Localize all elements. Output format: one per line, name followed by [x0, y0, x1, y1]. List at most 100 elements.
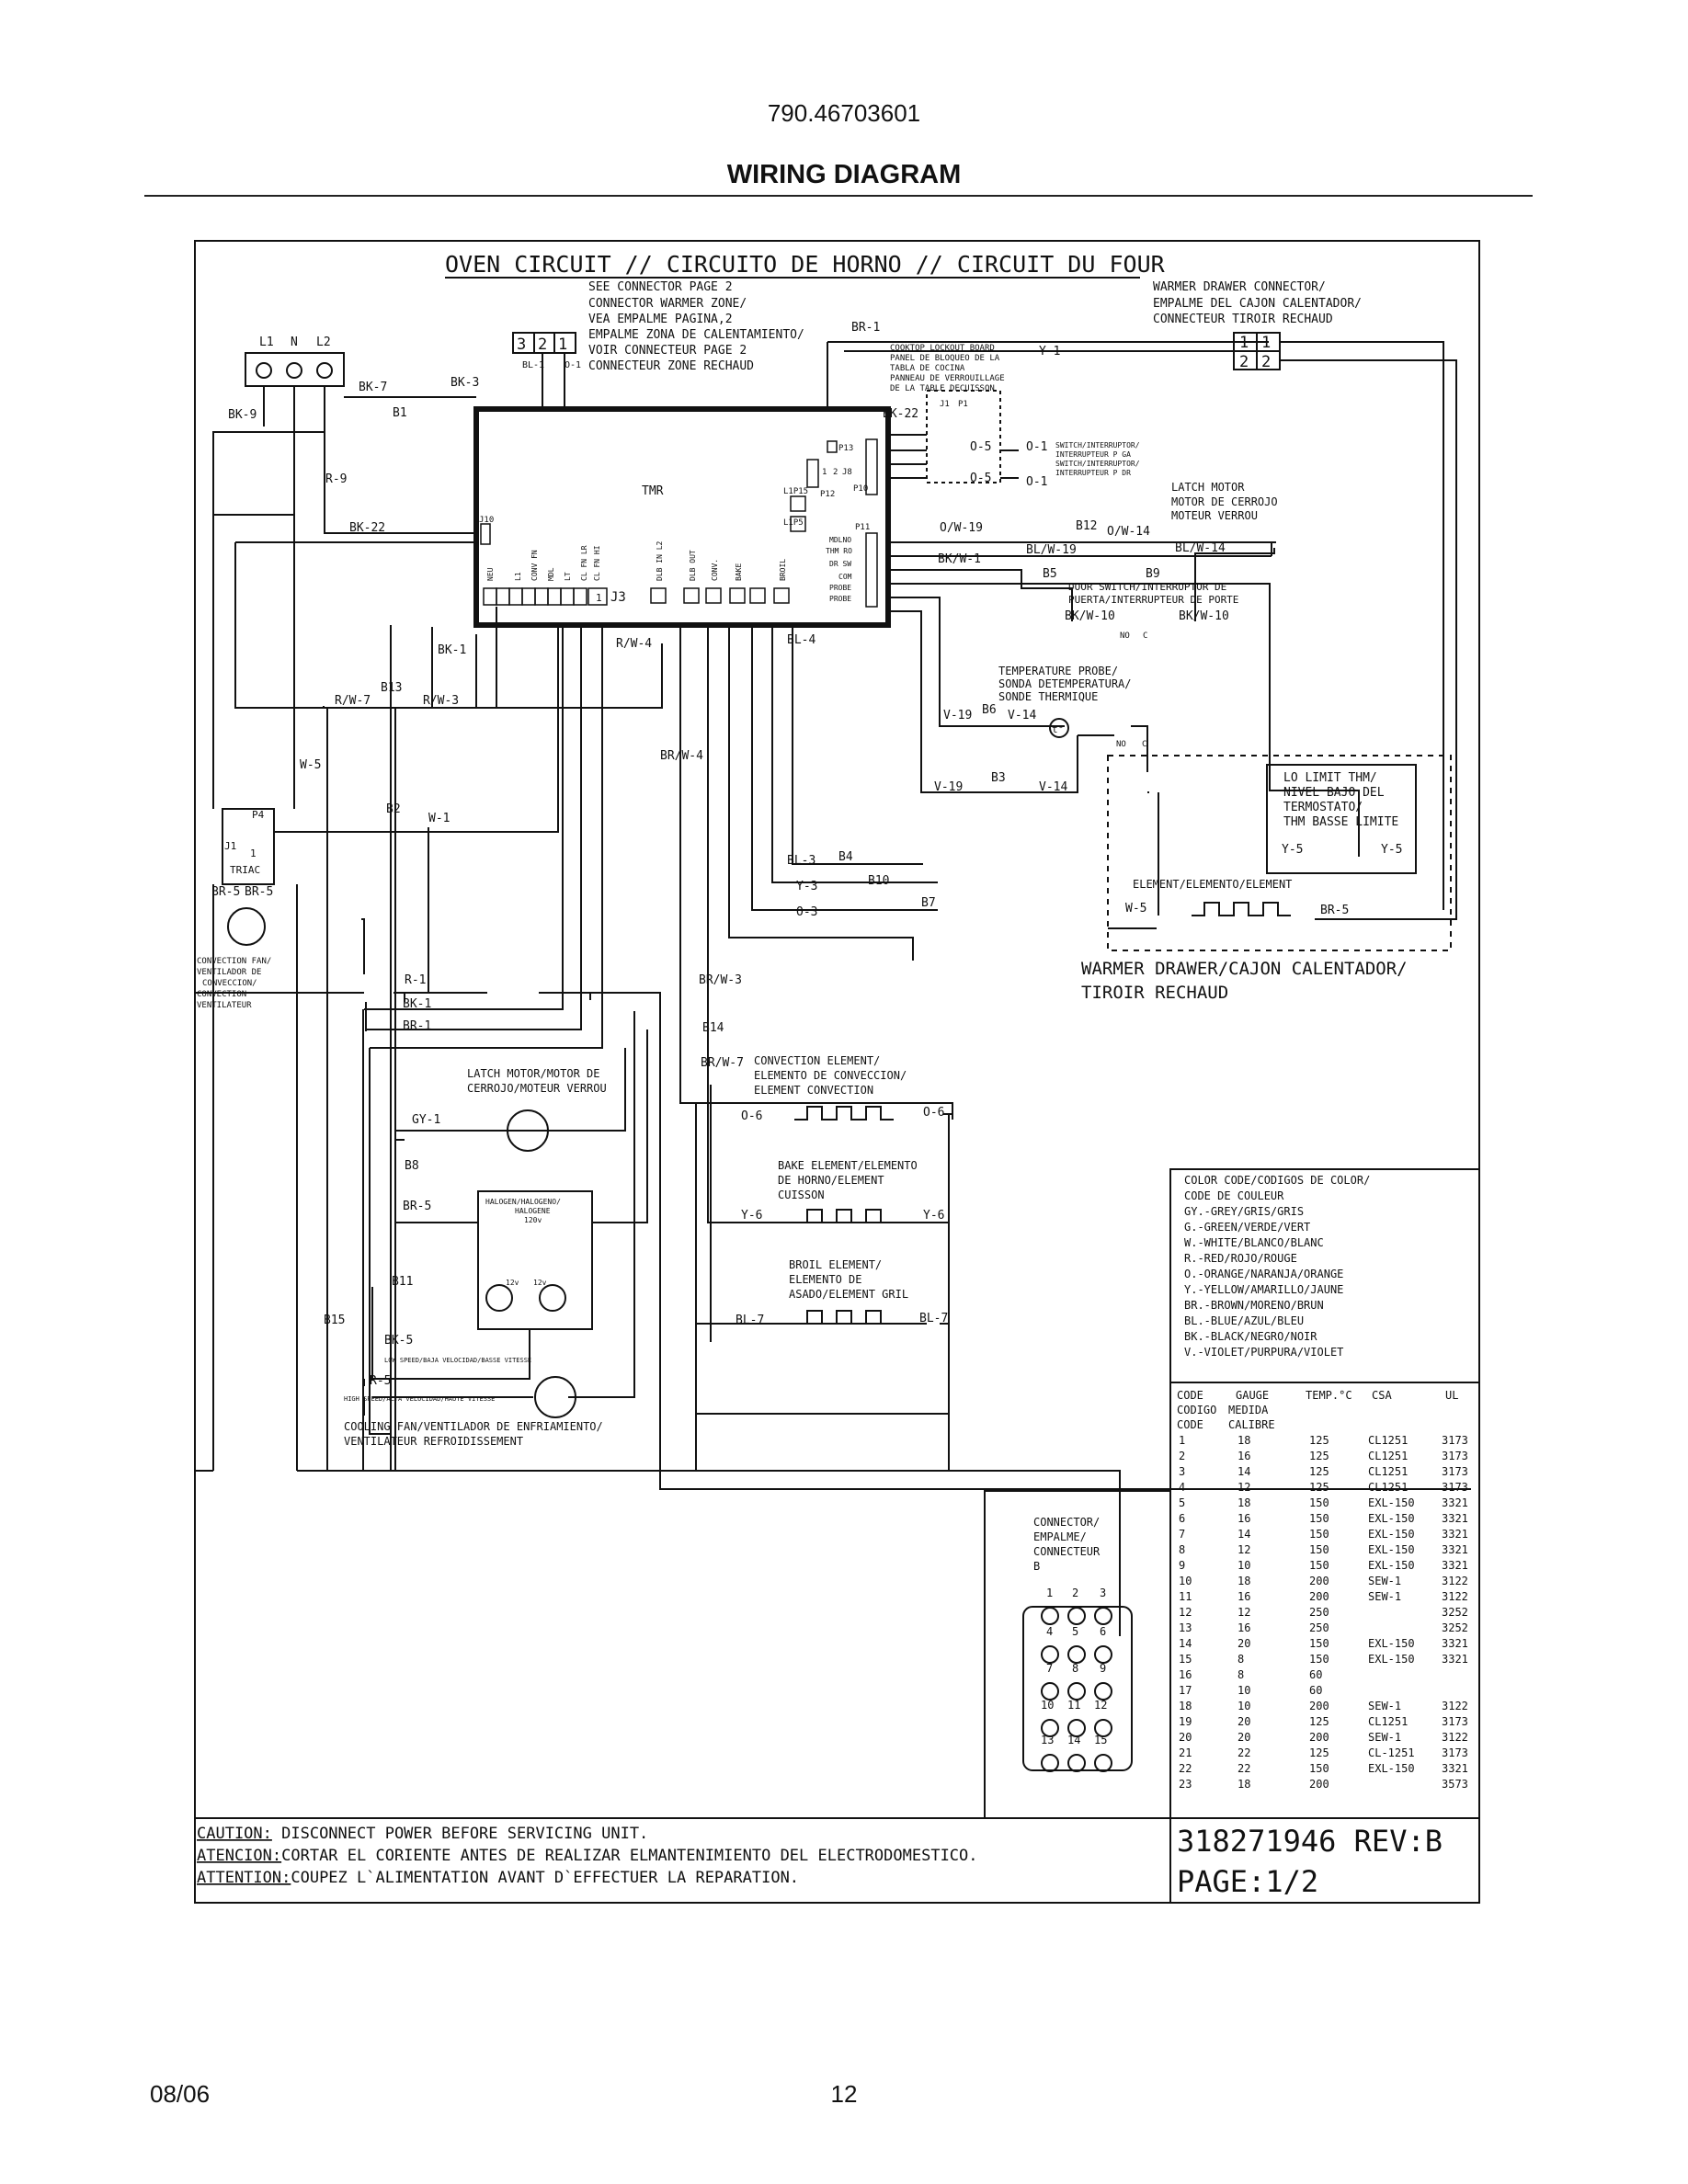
wire-y5-a: Y-5	[1282, 843, 1303, 857]
convection-element-line-2: ELEMENTO DE CONVECCION/	[754, 1069, 907, 1082]
warmer-drawer-line-1: WARMER DRAWER/CAJON CALENTADOR/	[1081, 959, 1408, 979]
convection-fan-motor	[227, 907, 266, 946]
tmr-p13: P13	[838, 444, 853, 453]
gauge-table-cell: 8	[1237, 1668, 1244, 1681]
wire-bk9: BK-9	[228, 408, 257, 422]
gauge-table-cell: 16	[1237, 1621, 1250, 1634]
gauge-table-cell: EXL-150	[1368, 1528, 1415, 1541]
connector-b-line-1: CONNECTOR/	[1033, 1516, 1100, 1529]
switch-line-4: INTERRUPTEUR P DR	[1055, 469, 1131, 477]
doc-number: 318271946 REV:B	[1177, 1824, 1443, 1859]
footer-date: 08/06	[150, 2080, 211, 2108]
wire-bl3: BL-3	[787, 854, 815, 868]
triac-p4: P4	[252, 809, 265, 821]
wire-b9: B9	[1146, 567, 1160, 581]
gauge-header-ul: UL	[1445, 1389, 1458, 1402]
tmr-pin-l1: L1	[514, 572, 522, 581]
wire-brw4: BR/W-4	[660, 749, 703, 763]
convection-fan-line-1: CONVECTION FAN/	[197, 957, 271, 966]
connector-b-line-4: B	[1033, 1560, 1040, 1573]
see-connector-line-5: VOIR CONNECTEUR PAGE 2	[588, 344, 747, 358]
gauge-table-cell: 250	[1309, 1606, 1329, 1619]
color-code-entry: V.-VIOLET/PURPURA/VIOLET	[1184, 1346, 1343, 1359]
switch-line-2: INTERRUPTEUR P GA	[1055, 450, 1131, 459]
wire-bk1-mid: BK-1	[438, 643, 466, 657]
broil-element-line-2: ELEMENTO DE	[789, 1273, 861, 1286]
wire-bl7-a: BL-7	[736, 1314, 764, 1327]
footer-page: 12	[830, 2080, 858, 2108]
lo-limit-line-1: LO LIMIT THM/	[1283, 771, 1377, 785]
tmr-right-pin-com: COM	[838, 573, 852, 581]
wire-rw7: R/W-7	[335, 694, 371, 708]
wire-w1: W-1	[428, 812, 450, 825]
lo-limit-line-2: NIVEL BAJO DEL	[1283, 786, 1385, 800]
switch-no: NO	[1120, 631, 1130, 641]
gauge-table-cell: 200	[1309, 1778, 1329, 1791]
tmr-pin-dlb-in-l2: DLB IN L2	[656, 540, 664, 581]
wire-gy1: GY-1	[412, 1113, 440, 1127]
wire-br5-a: BR-5	[211, 885, 240, 899]
gauge-table-cell: 3321	[1442, 1653, 1468, 1666]
wire-v14-b: V-14	[1039, 780, 1067, 794]
gauge-subheader: CODE	[1177, 1418, 1203, 1431]
wire-bk22-top: BK-22	[883, 407, 918, 421]
gauge-table-cell: 3173	[1442, 1746, 1468, 1759]
gauge-table-cell: 18	[1237, 1434, 1250, 1447]
gauge-table-cell: 20	[1179, 1731, 1192, 1744]
gauge-table-cell: 150	[1309, 1528, 1329, 1541]
wire-b12: B12	[1076, 519, 1097, 533]
tmr-l1p5: L1P5	[783, 518, 804, 528]
warmer-connector-line-3: CONNECTEUR TIROIR RECHAUD	[1153, 313, 1333, 326]
connector-b-pin-number: 5	[1072, 1625, 1078, 1638]
gauge-table-cell: 2	[1179, 1450, 1185, 1462]
gauge-table-cell: EXL-150	[1368, 1512, 1415, 1525]
temp-probe-line-1: TEMPERATURE PROBE/	[998, 665, 1118, 677]
wire-r9: R-9	[325, 472, 347, 486]
wire-r5: R-5	[370, 1374, 391, 1388]
tmr-pin-bake: BAKE	[735, 563, 743, 581]
wire-br1-b: BR-1	[403, 1019, 431, 1033]
gauge-table-cell: EXL-150	[1368, 1496, 1415, 1509]
gauge-table-cell: 10	[1237, 1700, 1250, 1712]
connector-b-pin-number: 2	[1072, 1587, 1078, 1599]
gauge-table-cell: 3122	[1442, 1731, 1468, 1744]
wire-b5: B5	[1043, 567, 1057, 581]
convection-element-line-3: ELEMENT CONVECTION	[754, 1084, 873, 1097]
gauge-table-cell: EXL-150	[1368, 1543, 1415, 1556]
gauge-table-cell: 16	[1237, 1590, 1250, 1603]
tmr-right-pin-dr-sw: DR SW	[829, 560, 851, 568]
warmer-pin-2b: 2	[1261, 353, 1271, 371]
color-code-entry: G.-GREEN/VERDE/VERT	[1184, 1221, 1310, 1234]
tmr-board	[473, 406, 891, 628]
wire-bk5: BK-5	[384, 1334, 413, 1348]
lockout-line-3: TABLA DE COCINA	[890, 364, 965, 373]
wire-brw7: BR/W-7	[701, 1056, 744, 1070]
wire-b14: B14	[702, 1021, 724, 1035]
gauge-table-cell: 9	[1179, 1559, 1185, 1572]
connector-b-line-2: EMPALME/	[1033, 1530, 1087, 1543]
warmer-connector-line-2: EMPALME DEL CAJON CALENTADOR/	[1153, 297, 1362, 311]
see-connector-line-3: VEA EMPALME PAGINA,2	[588, 313, 733, 326]
wire-r1: R-1	[405, 973, 426, 987]
wire-v14-a: V-14	[1008, 709, 1036, 722]
gauge-table-cell: 200	[1309, 1590, 1329, 1603]
gauge-table-cell: 10	[1237, 1684, 1250, 1697]
bake-element-line-2: DE HORNO/ELEMENT	[778, 1174, 884, 1187]
gauge-subheader: CALIBRE	[1228, 1418, 1275, 1431]
halogen-12v-b: 12v	[533, 1279, 547, 1287]
tmr-right-pin-probe-2: PROBE	[829, 595, 851, 603]
wire-v19-b: V-19	[934, 780, 963, 794]
connector-b-pin-number: 1	[1046, 1587, 1053, 1599]
gauge-table-cell: 3252	[1442, 1606, 1468, 1619]
wire-bl1-top: BL-1	[522, 360, 544, 370]
door-switch-line-2: PUERTA/INTERRUPTEUR DE PORTE	[1068, 594, 1238, 606]
warmer-pin-1b: 1	[1261, 334, 1271, 352]
wire-o6-b: O-6	[923, 1106, 944, 1120]
warmer-pin-1a: 1	[1239, 334, 1249, 352]
wire-b3: B3	[991, 771, 1006, 785]
wire-bkw1: BK/W-1	[938, 552, 981, 566]
connector-b-pin-number: 10	[1041, 1699, 1054, 1712]
warmer-drawer-line-2: TIROIR RECHAUD	[1081, 983, 1228, 1003]
gauge-table-cell: CL1251	[1368, 1465, 1408, 1478]
